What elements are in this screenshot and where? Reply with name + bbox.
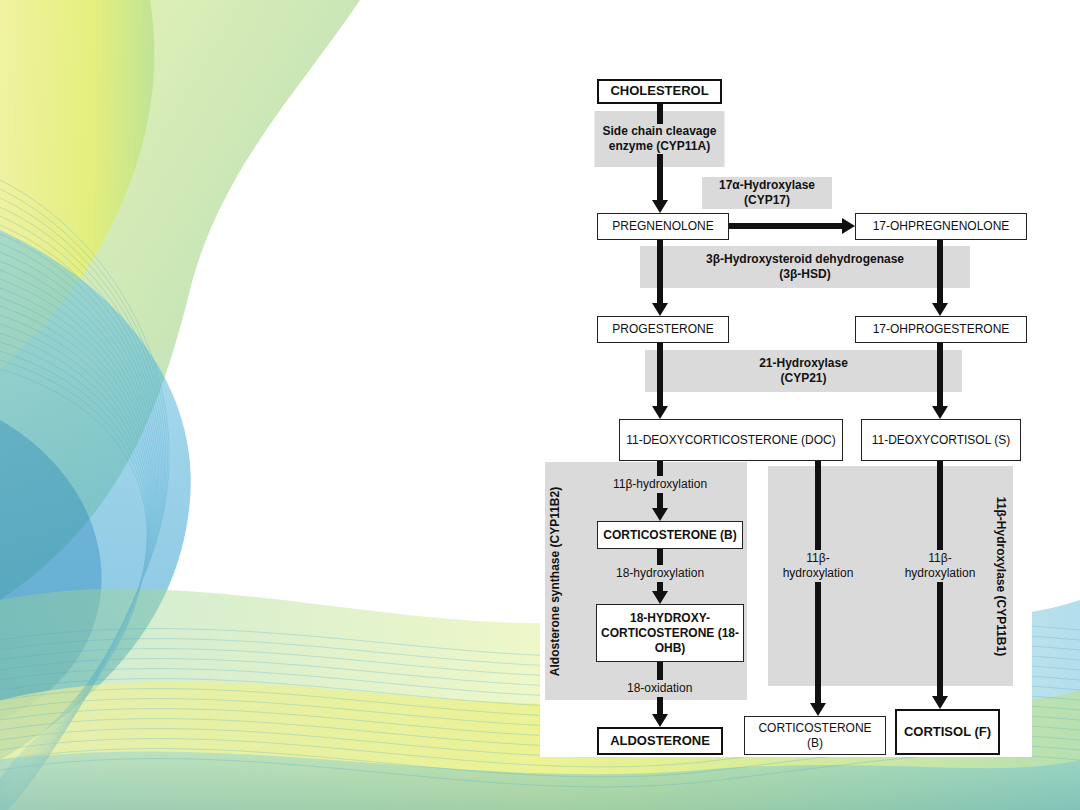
steroid-name: 17-OHPREGNENOLONE [873, 219, 1010, 234]
steroid-box: PROGESTERONE [597, 316, 729, 343]
reaction-label: 18-oxidation [624, 680, 695, 697]
steroid-name: ALDOSTERONE [610, 733, 710, 749]
steroid-name: PREGNENOLONE [612, 219, 713, 234]
reaction-arrow [729, 218, 855, 234]
reaction-label: 18-hydroxylation [613, 565, 707, 582]
enzyme-label: Aldosterone synthase (CYP11B2) [549, 483, 564, 678]
enzyme-band: 21-Hydroxylase (CYP21) [645, 350, 962, 392]
steroid-name: 17-OHPROGESTERONE [873, 322, 1010, 337]
steroid-box: 11-DEOXYCORTICOSTERONE (DOC) [619, 419, 843, 461]
steroid-box: PREGNENOLONE [597, 213, 729, 240]
steroid-name: CORTISOL (F) [904, 724, 991, 740]
reaction-arrow [932, 240, 948, 316]
reaction-arrow [932, 461, 948, 709]
steroid-box: 18-HYDROXY-CORTICOSTERONE (18-OHB) [596, 604, 744, 662]
reaction-label: 11β- hydroxylation [774, 550, 862, 582]
reaction-arrow [652, 240, 668, 316]
steroid-name: 11-DEOXYCORTISOL (S) [872, 433, 1010, 448]
steroid-name: CHOLESTEROL [610, 83, 708, 99]
band-fill [640, 246, 970, 288]
steroid-box: 17-OHPROGESTERONE [855, 316, 1027, 343]
steroid-name: PROGESTERONE [612, 322, 713, 337]
band-fill [768, 466, 1013, 686]
enzyme-band: Side chain cleavage enzyme (CYP11A) [595, 111, 725, 167]
start-box: CHOLESTEROL [597, 79, 722, 104]
steroid-box: 17-OHPREGNENOLONE [855, 213, 1027, 240]
reaction-arrow [810, 461, 826, 716]
reaction-label: 11β- hydroxylation [896, 550, 984, 582]
reaction-arrow [932, 343, 948, 419]
product-box: CORTISOL (F) [895, 709, 1000, 755]
reaction-label: 11β-hydroxylation [610, 476, 710, 493]
enzyme-label: Side chain cleavage enzyme (CYP11A) [598, 124, 722, 154]
enzyme-label: 21-Hydroxylase (CYP21) [736, 356, 872, 386]
reaction-arrow [652, 104, 668, 213]
reaction-arrow [652, 343, 668, 419]
steroid-box: CORTICOSTERONE (B) [597, 521, 743, 549]
reaction-label: 17α-Hydroxylase (CYP17) [702, 177, 832, 209]
band-fill [645, 350, 962, 392]
steroid-name: CORTICOSTERONE (B) [603, 528, 736, 543]
enzyme-label: 11β-Hydroxylase (CYP11B1) [994, 493, 1009, 658]
band-fill [545, 462, 747, 700]
steroid-box: CORTICOSTERONE (B) [744, 716, 886, 755]
steroid-name: CORTICOSTERONE (B) [749, 721, 881, 751]
product-box: ALDOSTERONE [597, 727, 723, 755]
enzyme-band: 3β-Hydroxysteroid dehydrogenase (3β-HSD) [640, 246, 970, 288]
steroid-name: 18-HYDROXY-CORTICOSTERONE (18-OHB) [601, 611, 739, 656]
steroid-box: 11-DEOXYCORTISOL (S) [861, 419, 1021, 461]
steroid-name: 11-DEOXYCORTICOSTERONE (DOC) [626, 433, 836, 448]
enzyme-label: 3β-Hydroxysteroid dehydrogenase (3β-HSD) [695, 252, 916, 282]
